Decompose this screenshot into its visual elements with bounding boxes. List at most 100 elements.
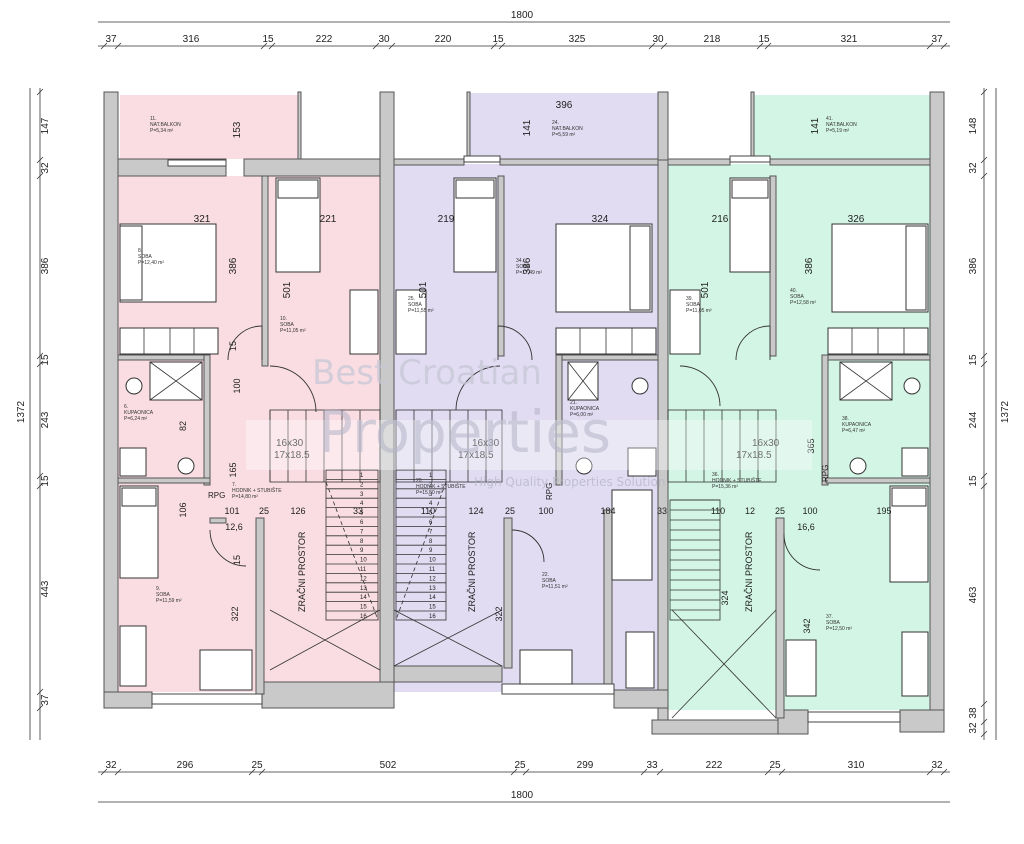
interior-dim: 184: [600, 506, 615, 516]
stair-step-number: 15: [429, 605, 436, 611]
wall-u2-balc-left: [466, 91, 471, 163]
room-num: 38.: [842, 416, 849, 422]
wall-u3-int-3: [821, 354, 829, 486]
room-area: P=6,47 m²: [842, 428, 866, 434]
interior-dim: 324: [720, 590, 730, 605]
desk-u2-top: [395, 289, 427, 355]
interior-dim: 126: [290, 506, 305, 516]
door-u2-a: [497, 325, 533, 361]
interior-dim: 110: [711, 506, 725, 516]
room-num: 9.: [156, 586, 160, 592]
room-name: SOBA: [408, 302, 423, 308]
dim-bottom_segments-0: 32: [105, 760, 117, 771]
desk-u1-rear: [119, 625, 147, 687]
dim-top_segments-5: 220: [435, 34, 452, 45]
room-name: KUPAONICA: [842, 422, 872, 428]
dim-bottom_segments-5: 299: [577, 760, 594, 771]
wall-left-outer: [103, 91, 119, 709]
desk-u2-rear: [519, 649, 573, 685]
room-depth-dim: 386: [804, 257, 815, 274]
desk-u3-top: [669, 289, 701, 355]
dim-left_segments-7: 37: [40, 694, 51, 706]
rpg-labels: RPG RPG RPG: [208, 465, 830, 500]
watermark-line3: High Quality Properties Solution: [474, 475, 665, 489]
room-num: 40.: [790, 288, 797, 294]
room-name: SOBA: [280, 322, 295, 328]
stair-labels: 16x30 17x18.5 16x30 17x18.5 16x30 17x18.…: [274, 438, 780, 461]
room-name: NAT.BALKON: [150, 122, 181, 128]
interior-dim: 33: [657, 506, 667, 516]
dim-right_segments-5: 15: [968, 475, 979, 487]
room-area: P=14,80 m²: [232, 494, 258, 500]
interior-dim: 33: [353, 506, 363, 516]
door-u3-c: [783, 533, 821, 571]
stair-step-number: 9: [429, 548, 433, 554]
room-name: SOBA: [138, 254, 153, 260]
stair-step-number: 14: [360, 595, 367, 601]
dim-left_segments-1: 32: [40, 162, 51, 174]
room-num: 6.: [124, 404, 128, 410]
dim-right_segments-8: 32: [968, 722, 979, 734]
door-u3-a: [735, 325, 771, 361]
desk-u3-rear-b: [901, 631, 929, 697]
room-area: P=12,40 m²: [138, 260, 164, 266]
bed-u1-pillow: [119, 225, 143, 301]
unit3-balcony-fill: [754, 95, 930, 159]
dim-left_segments-5: 15: [40, 475, 51, 487]
dim-bottom_segments-2: 25: [251, 760, 263, 771]
dim-bottom_segments-9: 310: [848, 760, 865, 771]
desk-u2-rear-b: [625, 631, 655, 689]
interior-dim: 165: [228, 462, 238, 477]
dim-right_segments-7: 38: [968, 707, 979, 719]
balcony-width-dim: 396: [556, 100, 573, 111]
wall-u1-int-5: [255, 517, 265, 695]
overall-left-dim: 1372: [16, 400, 27, 423]
stair-label-u1-b: 17x18.5: [274, 450, 310, 461]
wall-u2-balc-right: [657, 91, 669, 167]
room-name: SOBA: [686, 302, 701, 308]
interior-dim: 100: [232, 378, 242, 393]
door-u2-c: [511, 529, 545, 563]
dim-right_segments-1: 32: [968, 162, 979, 174]
interior-dim: 100: [802, 506, 817, 516]
room-num: 21.: [570, 400, 577, 406]
stair-step-number: 16: [429, 614, 436, 620]
stair-label-u3-a: 16x30: [752, 438, 780, 449]
interior-dim: 342: [802, 618, 812, 633]
bed-u1-single-p: [277, 179, 319, 199]
room-num: 34.: [516, 258, 523, 264]
room-area: P=5,59 m²: [552, 132, 576, 138]
room-depth-dim: 501: [700, 281, 711, 298]
wall-u3-balc-left: [750, 91, 755, 163]
dim-left_segments-6: 443: [40, 580, 51, 597]
room-area: P=11,55 m²: [408, 308, 434, 314]
wall-u2-int-3: [555, 354, 563, 486]
dim-top_segments-3: 222: [316, 34, 333, 45]
room-num: 22.: [542, 572, 549, 578]
unit1-balcony-fill: [120, 95, 298, 159]
room-area: P=5,34 m²: [150, 128, 174, 134]
sink-u2: [575, 457, 593, 475]
dim-right_segments-3: 15: [968, 354, 979, 366]
stair-step-number: 2: [360, 482, 364, 488]
void-label-u3: ZRAČNI PROSTOR: [744, 531, 754, 612]
rpg-label-u2: RPG: [545, 483, 554, 500]
window-u1-front: [167, 159, 227, 167]
room-num: 37.: [826, 614, 833, 620]
stair-step-number: 1: [360, 473, 364, 479]
dim-top_segments-12: 37: [931, 34, 943, 45]
dim-left_segments-0: 147: [40, 117, 51, 134]
room-depth-dim: 386: [522, 257, 533, 274]
room-area: P=12,58 m²: [790, 300, 816, 306]
wall-u2-int-5: [603, 509, 613, 691]
room-name: KUPAONICA: [570, 406, 600, 412]
